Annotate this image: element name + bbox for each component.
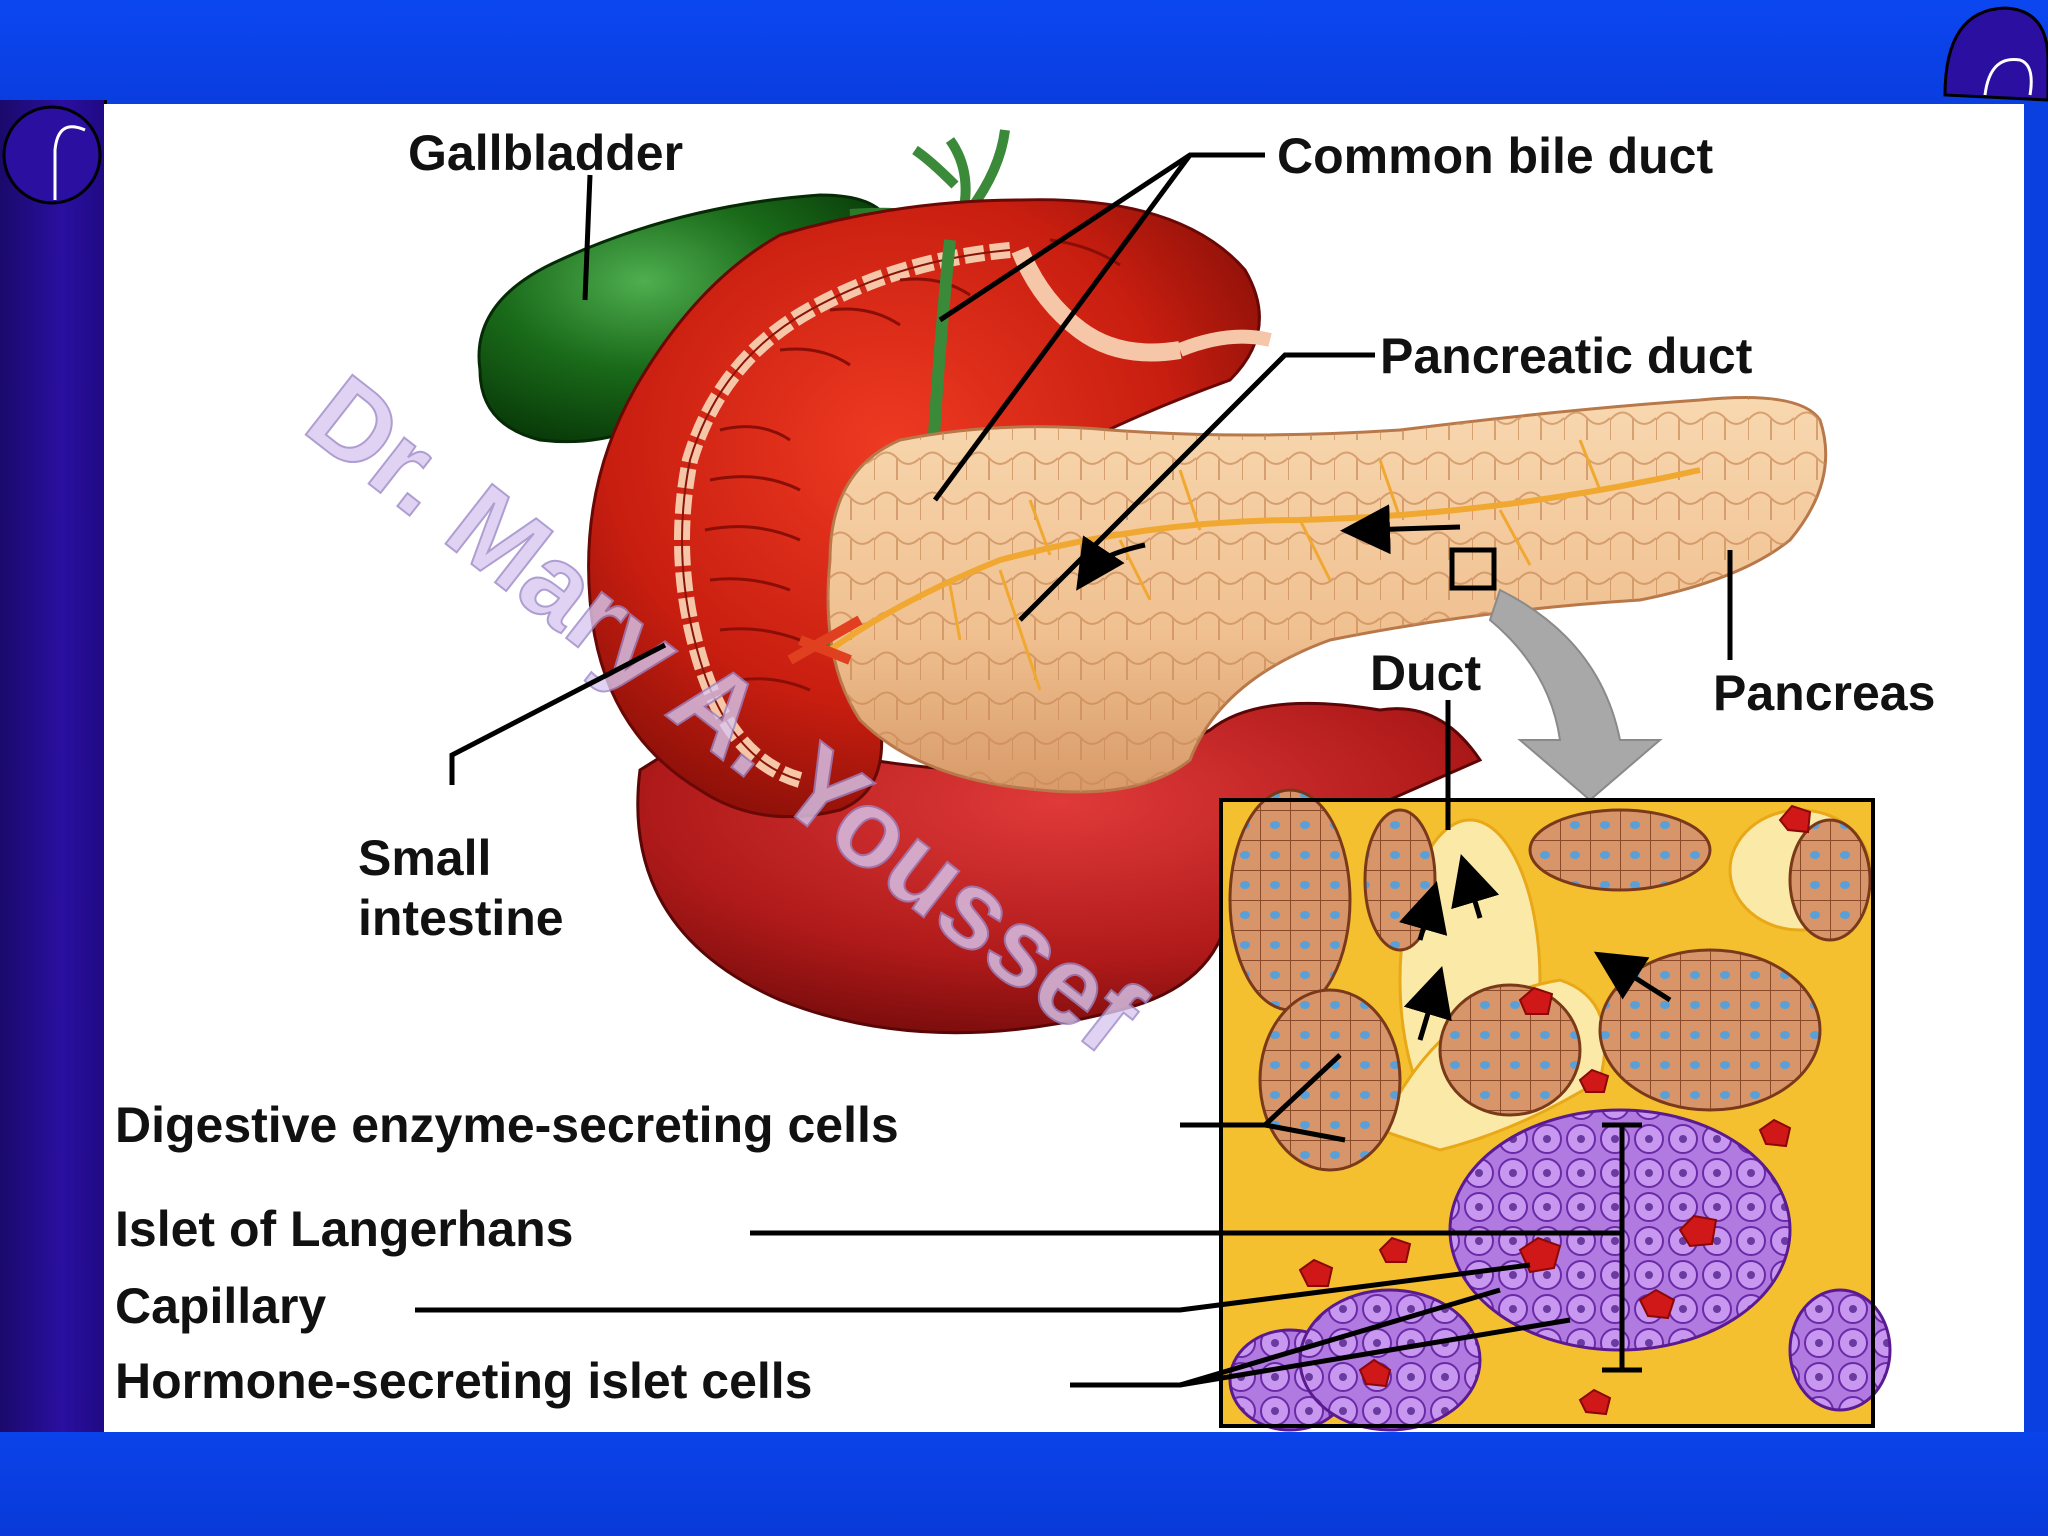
label-pancreas: Pancreas [1713, 665, 1935, 721]
label-digestive-enzyme-cells: Digestive enzyme-secreting cells [115, 1097, 899, 1153]
magnified-region-box [1449, 547, 1497, 591]
label-pancreatic-duct: Pancreatic duct [1380, 328, 1753, 384]
label-common-bile-duct: Common bile duct [1277, 128, 1713, 184]
zoom-arrow [1488, 588, 1663, 802]
top-left-scroll-ornament [2, 105, 102, 205]
leader-lines [415, 152, 1733, 1388]
magnified-inset [1219, 788, 1892, 1432]
label-small-intestine-line1: Small [358, 830, 491, 886]
label-islet-of-langerhans: Islet of Langerhans [115, 1201, 573, 1257]
label-hormone-secreting-cells: Hormone-secreting islet cells [115, 1353, 812, 1409]
pancreas [787, 396, 1828, 794]
left-scroll-decoration [0, 100, 107, 1536]
label-gallbladder: Gallbladder [408, 125, 683, 181]
label-small-intestine-line2: intestine [358, 890, 564, 946]
top-frame-bar [0, 0, 2048, 100]
pancreatic-duct-vessel [828, 467, 1701, 653]
top-right-scroll-ornament [1943, 6, 2048, 102]
label-capillary: Capillary [115, 1278, 326, 1334]
bottom-frame-bar [0, 1432, 2048, 1536]
label-duct: Duct [1370, 645, 1481, 701]
